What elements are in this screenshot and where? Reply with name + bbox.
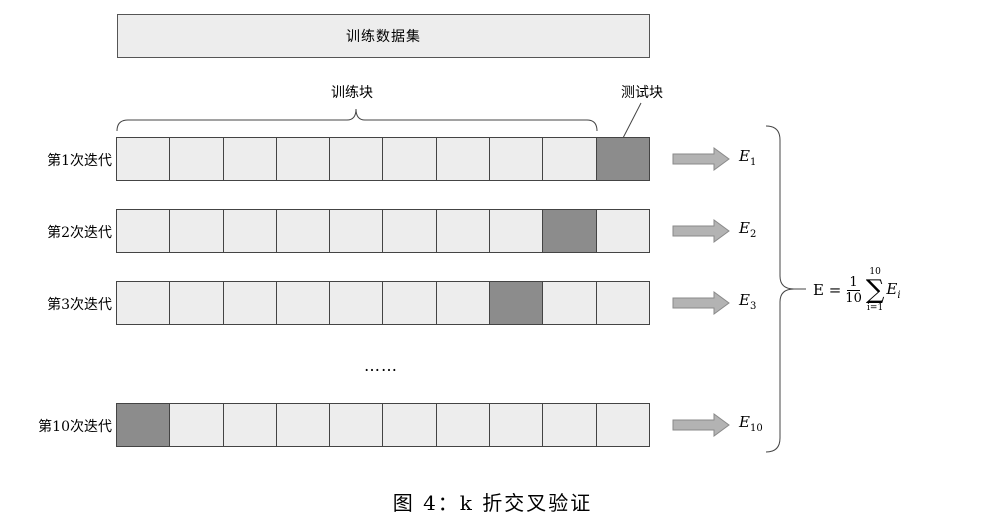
train-fold-block <box>223 404 277 446</box>
training-dataset-label: 训练数据集 <box>346 29 421 45</box>
train-fold-block <box>117 282 171 324</box>
train-fold-block <box>383 210 437 252</box>
train-fold-block <box>436 210 491 252</box>
train-fold-block <box>383 138 437 180</box>
formula-fraction: 1 10 <box>845 275 862 306</box>
train-fold-block <box>436 404 491 446</box>
train-fold-block <box>543 404 597 446</box>
train-fold-block <box>490 210 544 252</box>
error-sum-brace <box>765 125 795 453</box>
train-fold-block <box>223 282 277 324</box>
train-fold-block <box>330 282 384 324</box>
test-fold-block <box>490 282 544 324</box>
train-fold-block <box>596 210 649 252</box>
test-block-pointer <box>622 102 642 139</box>
train-fold-block <box>223 210 277 252</box>
train-fold-block <box>596 404 649 446</box>
right-arrow-icon <box>672 413 730 437</box>
average-error-formula: E = 1 10 10 ∑ i=1 Ei <box>813 262 901 318</box>
train-fold-block <box>596 282 649 324</box>
train-fold-block <box>223 138 277 180</box>
test-fold-block <box>543 210 597 252</box>
right-arrow-icon <box>672 219 730 243</box>
test-fold-block <box>117 404 171 446</box>
fold-row <box>116 137 650 181</box>
train-fold-block <box>117 210 171 252</box>
train-block-label: 训练块 <box>331 85 373 101</box>
right-arrow-icon <box>672 147 730 171</box>
train-fold-block <box>117 138 171 180</box>
train-fold-block <box>330 404 384 446</box>
train-fold-block <box>170 404 224 446</box>
train-fold-block <box>383 404 437 446</box>
sum-upper-limit: 10 <box>869 267 881 277</box>
fold-error: E1 <box>739 147 757 168</box>
train-fold-block <box>490 404 544 446</box>
train-fold-block <box>170 282 224 324</box>
fold-error: E3 <box>739 291 757 312</box>
ellipsis: …… <box>364 356 398 375</box>
train-fold-block <box>490 138 544 180</box>
right-arrow-icon <box>672 291 730 315</box>
sigma-symbol: ∑ <box>865 275 885 305</box>
iteration-label: 第1次迭代 <box>47 153 112 169</box>
train-fold-block <box>330 210 384 252</box>
train-fold-block <box>276 210 331 252</box>
train-fold-block <box>436 138 491 180</box>
iteration-label: 第10次迭代 <box>38 419 112 435</box>
train-fold-block <box>383 282 437 324</box>
train-fold-block <box>436 282 491 324</box>
figure-caption: 图 4：k 折交叉验证 <box>392 491 593 515</box>
iteration-label: 第3次迭代 <box>47 297 112 313</box>
training-dataset-bar: 训练数据集 <box>117 14 650 58</box>
summand: Ei <box>886 279 901 301</box>
train-fold-block <box>330 138 384 180</box>
formula-lhs: E = <box>813 281 842 299</box>
summation: 10 ∑ i=1 <box>866 267 885 313</box>
fold-error: E2 <box>739 219 757 240</box>
iteration-label: 第2次迭代 <box>47 225 112 241</box>
train-fold-block <box>170 138 224 180</box>
test-fold-block <box>596 138 649 180</box>
test-block-label: 测试块 <box>621 85 663 101</box>
fraction-numerator: 1 <box>847 274 860 291</box>
fold-row <box>116 281 650 325</box>
train-fold-block <box>276 404 331 446</box>
train-fold-block <box>170 210 224 252</box>
train-fold-block <box>543 138 597 180</box>
train-block-brace <box>116 108 598 132</box>
fold-row <box>116 209 650 253</box>
sum-lower-limit: i=1 <box>867 303 884 313</box>
train-fold-block <box>276 282 331 324</box>
fraction-denominator: 10 <box>845 290 862 306</box>
train-fold-block <box>276 138 331 180</box>
fold-row <box>116 403 650 447</box>
fold-error: E10 <box>739 413 763 434</box>
train-fold-block <box>543 282 597 324</box>
